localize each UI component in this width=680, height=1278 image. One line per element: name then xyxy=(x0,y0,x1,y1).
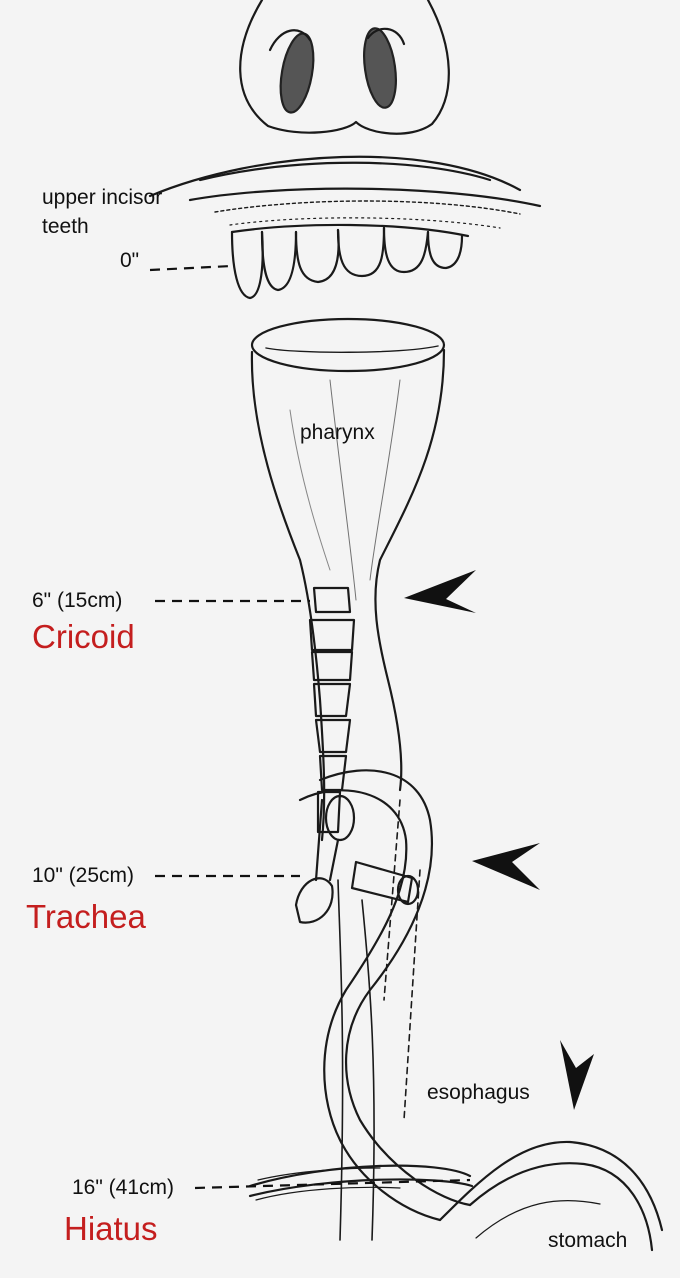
upper-incisor-label: upper incisor teeth xyxy=(42,186,163,238)
upper-lip-drawing xyxy=(148,155,542,229)
stomach-label: stomach xyxy=(548,1229,628,1252)
esophagus-curve-drawing xyxy=(298,769,472,1241)
arrowhead-hiatus xyxy=(560,1040,594,1110)
esophagus-label: esophagus xyxy=(427,1081,530,1104)
landmark-label-cricoid: Cricoid xyxy=(32,618,135,655)
trachea-tube-drawing xyxy=(294,586,420,924)
nose-drawing xyxy=(239,0,450,135)
arrowhead-cricoid xyxy=(404,570,476,613)
leader-line-0in xyxy=(149,264,233,272)
distance-label-10in: 10" (25cm) xyxy=(32,864,134,887)
landmark-label-trachea: Trachea xyxy=(26,898,146,935)
distance-label-0in: 0" xyxy=(120,249,140,272)
leader-line-16in xyxy=(194,1178,471,1190)
diaphragm-drawing xyxy=(248,1164,474,1201)
distance-label-16in: 16" (41cm) xyxy=(72,1176,174,1199)
landmark-label-hiatus: Hiatus xyxy=(64,1210,158,1247)
arrowhead-trachea xyxy=(472,843,540,890)
stomach-drawing xyxy=(438,1140,664,1252)
pharynx-esophagus-drawing xyxy=(250,317,446,842)
pharynx-label: pharynx xyxy=(300,421,375,444)
distance-label-6in: 6" (15cm) xyxy=(32,589,123,612)
upper-teeth-drawing xyxy=(230,223,470,300)
